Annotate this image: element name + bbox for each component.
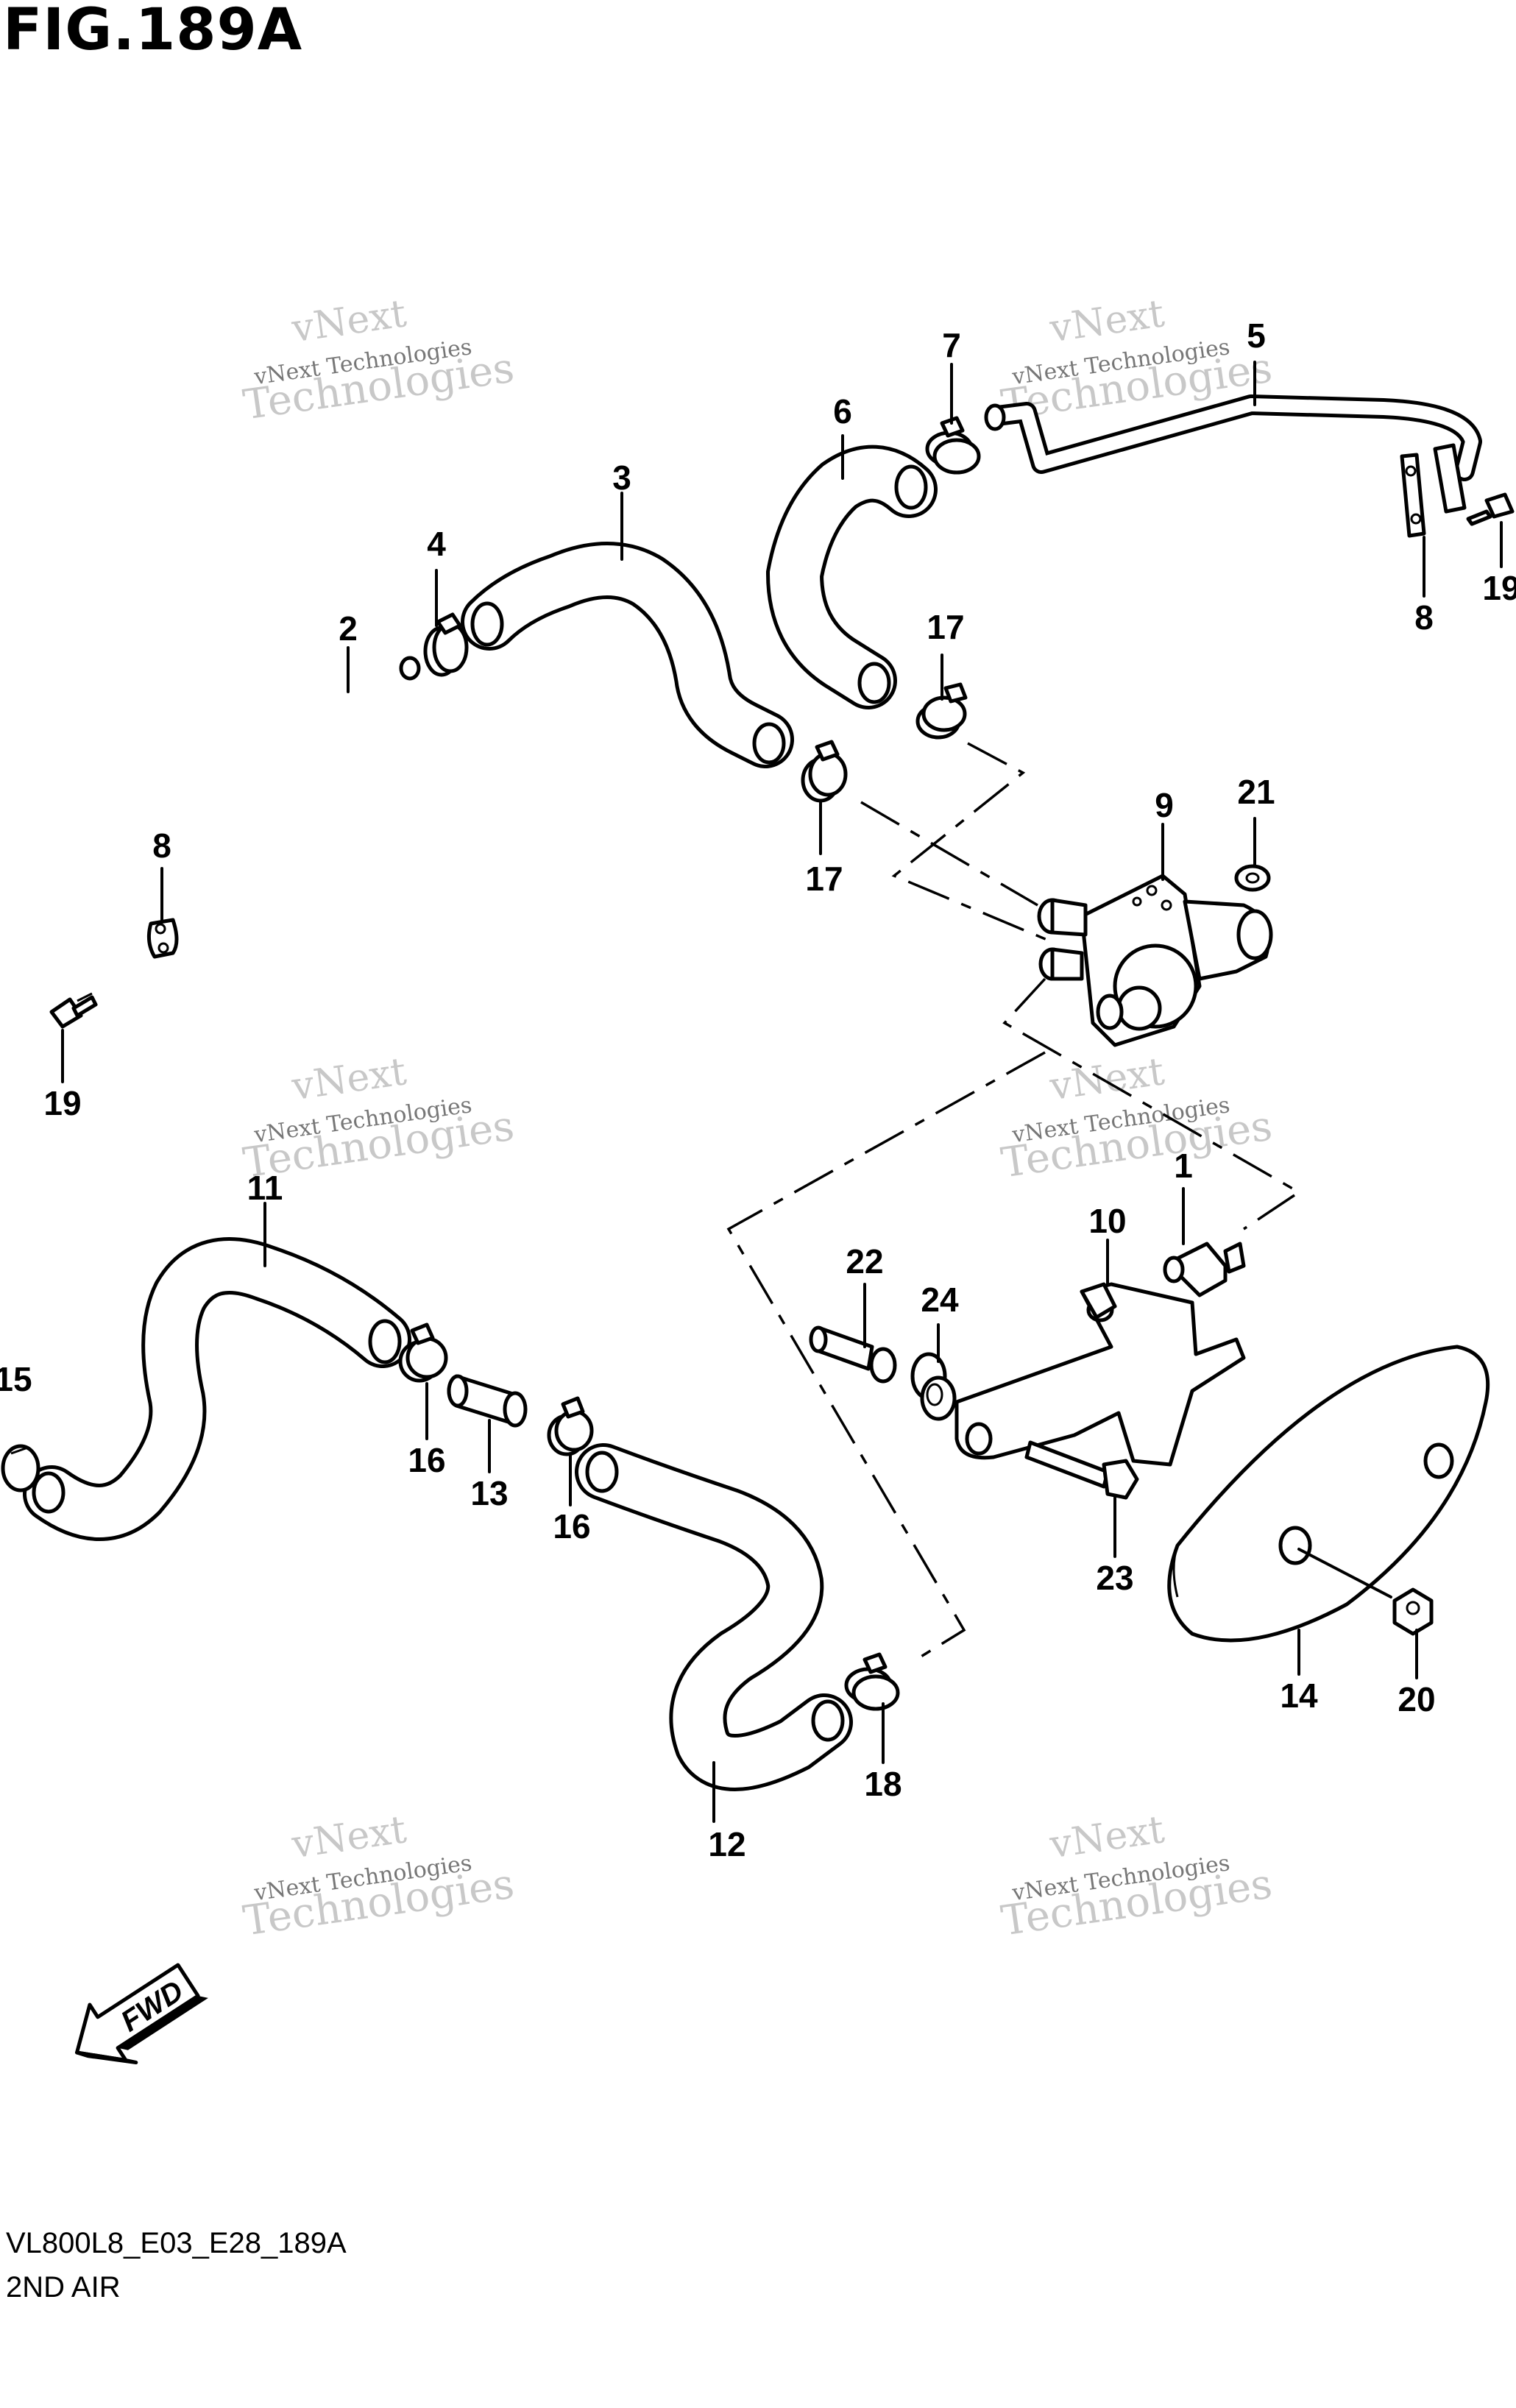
part-10-bracket <box>954 1282 1246 1467</box>
part-15-clip <box>1 1444 40 1492</box>
callout-19-right: 19 <box>1482 569 1516 607</box>
part-9-valve <box>1037 874 1273 1047</box>
part-2-pipe <box>109 656 421 1019</box>
part-23-bolt <box>1024 1440 1139 1500</box>
callout-18: 18 <box>864 1765 902 1803</box>
leader-lines <box>61 361 1503 1823</box>
callout-1: 1 <box>1174 1147 1193 1185</box>
watermark-bottom-left: vNext vNext Technologies Technologies <box>241 1807 517 1945</box>
watermark-group: vNext vNext Technologies Technologies vN… <box>241 291 1275 1945</box>
callout-23: 23 <box>1096 1559 1133 1597</box>
callout-12: 12 <box>708 1825 745 1863</box>
part-12-hose <box>575 1443 853 1791</box>
part-24-grommet <box>910 1352 957 1421</box>
part-19-bolt-right <box>1466 492 1515 526</box>
callout-17-lower: 17 <box>805 860 843 898</box>
part-14-cover <box>1167 1345 1490 1643</box>
callout-11: 11 <box>247 1169 283 1207</box>
watermark-line1: vNext <box>1046 291 1167 351</box>
part-16-clamp-right <box>547 1396 594 1456</box>
figure-title: FIG.189A <box>3 0 303 63</box>
callout-16-left: 16 <box>408 1441 445 1479</box>
callout-14: 14 <box>1280 1676 1318 1715</box>
part-5-pipe <box>984 394 1482 514</box>
callout-7: 7 <box>942 326 961 364</box>
callout-8-left: 8 <box>152 826 171 865</box>
part-8-bracket-left <box>146 918 179 959</box>
part-3-hose <box>461 542 794 768</box>
part-13-joint <box>447 1374 528 1428</box>
part-4-clamp <box>423 612 469 677</box>
callout-6: 6 <box>833 392 852 431</box>
callout-21: 21 <box>1237 773 1275 811</box>
diagram-name: 2ND AIR <box>6 2271 121 2303</box>
callout-2: 2 <box>339 609 358 648</box>
watermark-line1: vNext <box>288 1049 409 1109</box>
watermark-line1: vNext <box>1046 1049 1167 1109</box>
watermark-bottom-right: vNext vNext Technologies Technologies <box>999 1807 1275 1945</box>
callout-9: 9 <box>1155 786 1174 824</box>
part-17-clamp-upper <box>915 682 968 740</box>
part-21-washer <box>1234 864 1271 892</box>
callout-5: 5 <box>1247 316 1266 355</box>
callout-3: 3 <box>612 458 631 497</box>
callout-20: 20 <box>1398 1680 1435 1718</box>
callout-17-upper: 17 <box>927 608 964 646</box>
callout-19-left: 19 <box>43 1084 81 1122</box>
diagram-code: VL800L8_E03_E28_189A <box>6 2227 347 2259</box>
part-11-hose <box>23 1237 411 1541</box>
watermark-line1: vNext <box>288 291 409 351</box>
callout-labels: 2 3 4 5 6 7 8 8 9 10 11 12 13 14 15 16 1… <box>0 316 1516 1863</box>
callout-16-right: 16 <box>553 1507 590 1545</box>
part-16-clamp-left <box>398 1322 448 1383</box>
part-19-bolt-left <box>49 992 98 1029</box>
part-17-clamp-lower <box>801 740 848 803</box>
part-18-clamp <box>844 1652 900 1711</box>
callout-13: 13 <box>470 1474 508 1512</box>
watermark-line1: vNext <box>288 1807 409 1867</box>
part-22-bolt <box>809 1325 897 1384</box>
part-1-sensor <box>1163 1242 1246 1297</box>
watermark-line1: vNext <box>1046 1807 1167 1867</box>
part-8-bracket-right <box>1400 453 1426 538</box>
watermark-top-right: vNext vNext Technologies Technologies <box>999 291 1275 429</box>
callout-22: 22 <box>846 1242 883 1281</box>
callout-4: 4 <box>427 525 446 563</box>
callout-8-right: 8 <box>1414 598 1434 637</box>
watermark-mid-left: vNext vNext Technologies Technologies <box>241 1049 517 1187</box>
connection-lines <box>726 742 1302 1663</box>
part-6-hose <box>765 445 938 709</box>
fwd-arrow: FWD <box>75 1963 208 2064</box>
callout-24: 24 <box>921 1281 959 1319</box>
callout-15: 15 <box>0 1360 32 1398</box>
part-7-clamp <box>925 416 981 475</box>
watermark-top-left: vNext vNext Technologies Technologies <box>241 291 517 429</box>
part-20-nut <box>1392 1587 1434 1636</box>
callout-10: 10 <box>1088 1202 1126 1240</box>
